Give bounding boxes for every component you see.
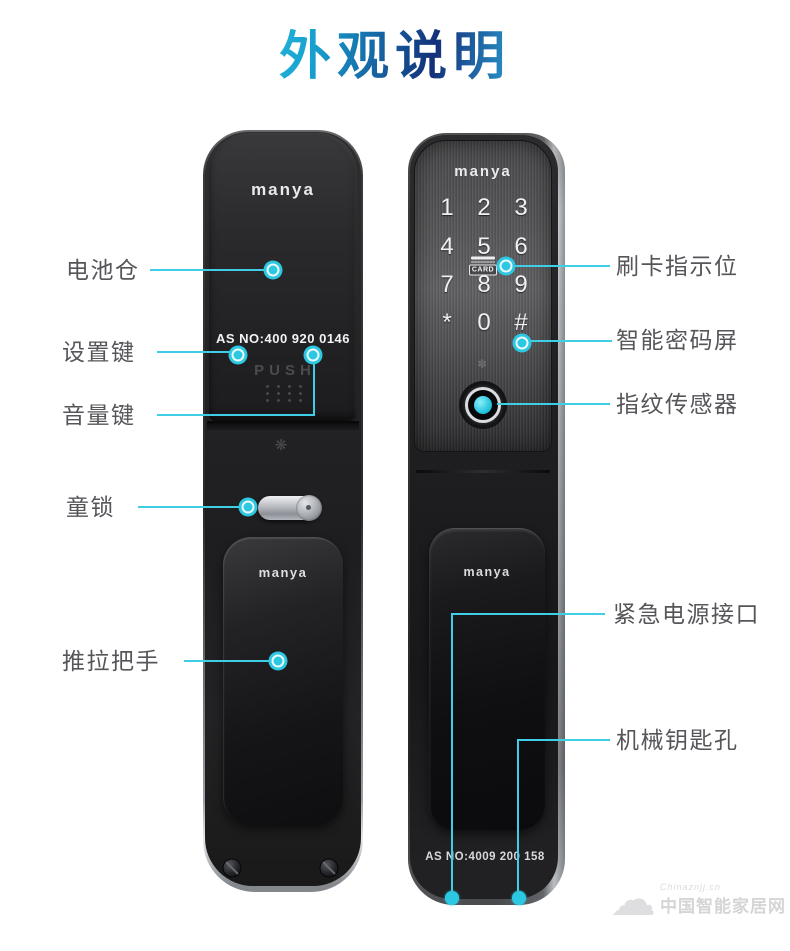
site-watermark: ☁ Chinaznjj.cn 中国智能家居网 <box>610 876 788 922</box>
page-title: 外观说明 <box>0 14 790 89</box>
label-settings: 设置键 <box>62 339 136 365</box>
label-card: 刷卡指示位 <box>616 253 739 279</box>
card-icon-bar <box>471 261 495 263</box>
key-4: 4 <box>440 233 454 260</box>
back-handle-plate <box>223 537 343 825</box>
battery-cover-seam <box>207 421 359 430</box>
push-label: PUSH <box>254 362 316 379</box>
marker-keyhole <box>512 891 526 905</box>
leader-handle <box>184 660 276 662</box>
marker-volume <box>306 348 320 362</box>
leader-keyhole-h <box>518 739 610 741</box>
label-emergency: 紧急电源接口 <box>613 601 760 627</box>
keypad-row-4: * 0 # <box>432 308 536 338</box>
service-number-front: AS NO:4009 200 158 <box>425 851 545 863</box>
child-lock-knob <box>296 495 322 521</box>
marker-battery <box>266 263 280 277</box>
leader-card <box>507 265 610 267</box>
leader-volume-h <box>157 414 315 416</box>
card-icon-label: CARD <box>469 264 497 276</box>
leader-emergency-v <box>451 613 453 893</box>
brand-logo-front: manya <box>454 163 512 180</box>
card-reader-icon: CARD <box>469 256 497 276</box>
label-battery: 电池仓 <box>66 257 140 283</box>
leader-screen <box>524 340 612 342</box>
key-5: 5 <box>477 233 491 260</box>
key-7: 7 <box>440 271 454 298</box>
screw-right <box>319 858 339 878</box>
key-1: 1 <box>440 194 454 221</box>
front-handle-plate <box>429 528 545 830</box>
leader-battery <box>150 269 270 271</box>
key-hash: # <box>514 309 528 336</box>
marker-childlock <box>241 500 255 514</box>
brand-logo-front-handle: manya <box>463 565 511 579</box>
keypad-row-2: 4 5 6 <box>432 232 536 262</box>
brand-logo-back-handle: manya <box>258 565 308 580</box>
card-icon-bar <box>471 256 495 259</box>
key-star: * <box>442 309 452 336</box>
label-screen: 智能密码屏 <box>616 327 739 353</box>
marker-settings <box>231 348 245 362</box>
leader-settings <box>157 351 235 353</box>
brand-logo-back: manya <box>251 180 315 199</box>
watermark-url: Chinaznjj.cn <box>660 881 722 892</box>
fingerprint-sensor <box>474 396 492 414</box>
key-9: 9 <box>514 271 528 298</box>
marker-emergency-port <box>445 891 459 905</box>
leader-emergency-h <box>452 613 605 615</box>
watermark-site-name: 中国智能家居网 <box>660 896 786 916</box>
cloud-icon: ☁ <box>610 873 656 925</box>
key-3: 3 <box>514 194 528 221</box>
leader-keyhole-v <box>517 739 519 893</box>
label-fingerprint: 指纹传感器 <box>616 391 739 417</box>
battery-cover-panel <box>209 133 357 422</box>
keypad-row-1: 1 2 3 <box>432 193 536 223</box>
service-number-back: AS NO:400 920 0146 <box>215 331 351 346</box>
marker-screen <box>515 336 529 350</box>
label-handle: 推拉把手 <box>62 648 160 674</box>
front-handle-groove <box>416 470 550 473</box>
key-2: 2 <box>477 194 491 221</box>
screw-left <box>222 858 242 878</box>
speaker-icon: ❋ <box>274 437 288 454</box>
leader-childlock <box>138 506 245 508</box>
marker-handle <box>271 654 285 668</box>
label-volume: 音量键 <box>62 402 136 428</box>
doorbell-icon: ✽ <box>476 357 488 371</box>
key-8: 8 <box>477 271 491 298</box>
leader-fingerprint <box>497 403 610 405</box>
marker-card <box>499 259 513 273</box>
key-6: 6 <box>514 233 528 260</box>
key-0: 0 <box>477 309 491 336</box>
keypad-row-3: 7 8 9 <box>432 270 536 300</box>
push-grip-dots <box>262 383 306 404</box>
leader-volume-v <box>313 356 315 416</box>
child-lock-slider <box>258 495 322 521</box>
label-childlock: 童锁 <box>66 494 115 520</box>
label-keyhole: 机械钥匙孔 <box>616 727 739 753</box>
